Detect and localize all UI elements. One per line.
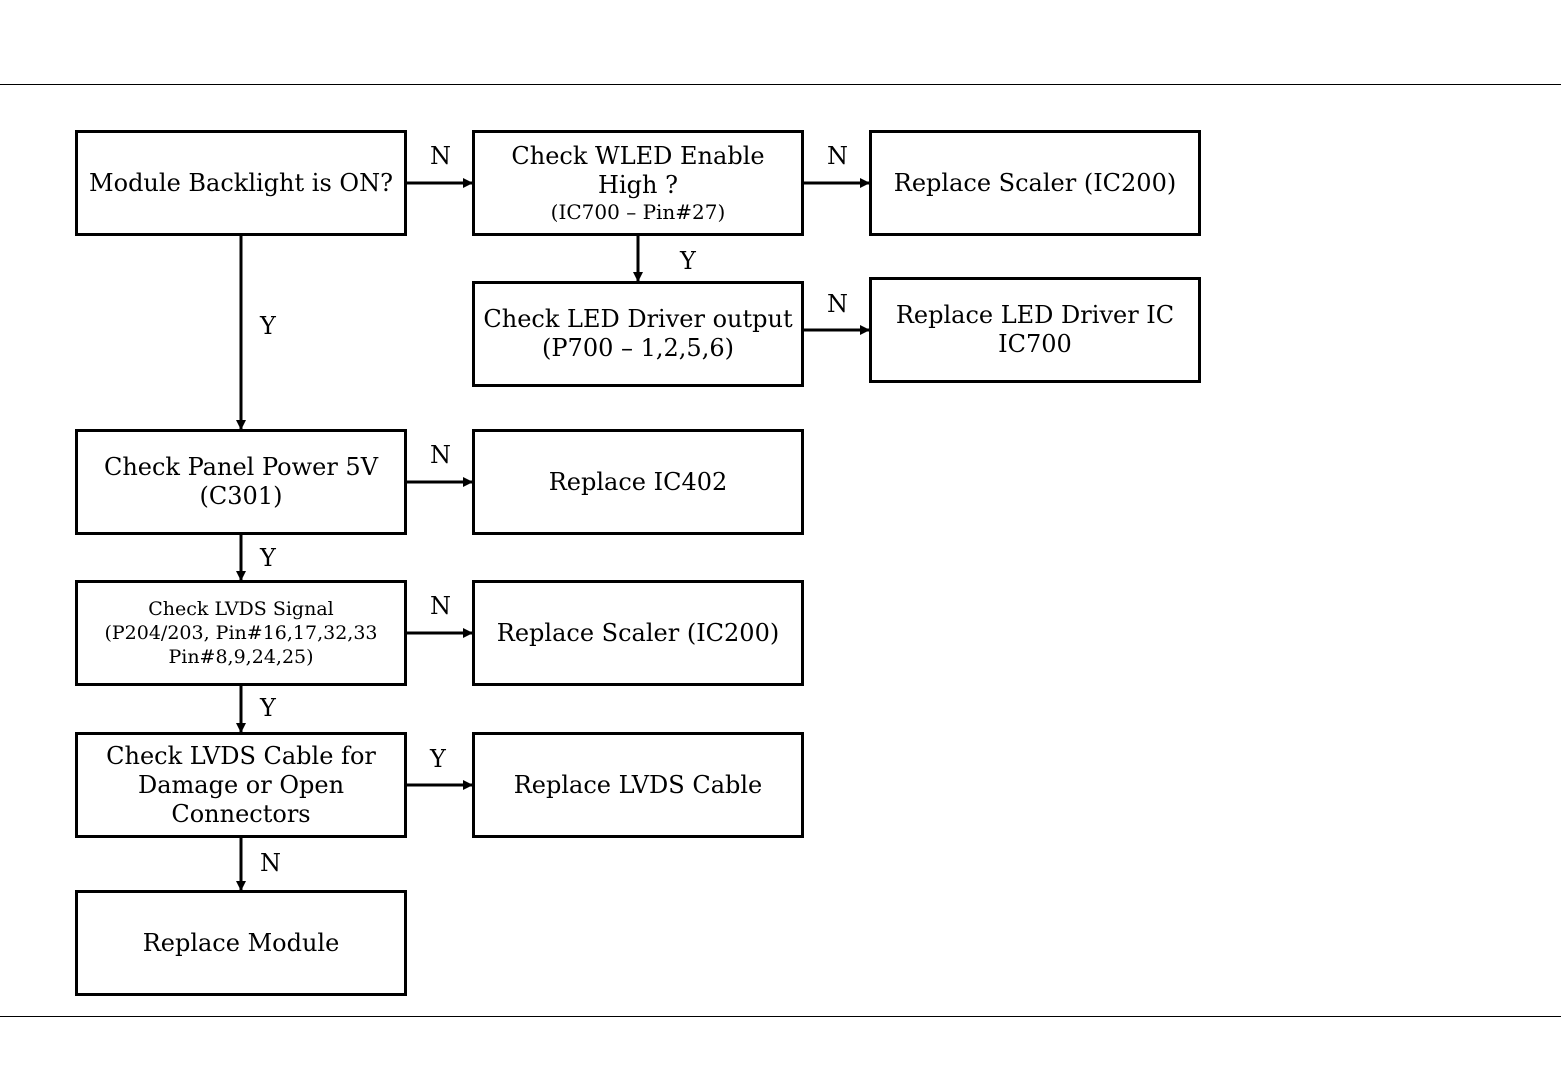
- node-text: Replace LED Driver IC: [895, 301, 1175, 329]
- edge-label: N: [430, 441, 451, 469]
- node-wled: Check WLED Enable High ? (IC700 – Pin#27…: [472, 130, 804, 236]
- edge-label: Y: [430, 745, 446, 773]
- node-text: Check Panel Power 5V: [103, 453, 379, 481]
- node-lvds-signal: Check LVDS Signal (P204/203, Pin#16,17,3…: [75, 580, 407, 686]
- edge-label: Y: [260, 694, 276, 722]
- node-panel-power: Check Panel Power 5V (C301): [75, 429, 407, 535]
- node-text: (P700 – 1,2,5,6): [542, 334, 734, 362]
- node-text: High ?: [598, 171, 678, 199]
- node-led-output: Check LED Driver output (P700 – 1,2,5,6): [472, 281, 804, 387]
- node-text: (P204/203, Pin#16,17,32,33: [104, 622, 378, 644]
- node-text: Pin#8,9,24,25): [168, 646, 314, 668]
- node-text: Replace Scaler (IC200): [496, 618, 780, 647]
- node-text: (C301): [199, 482, 283, 510]
- node-text: Check LVDS Cable for: [106, 741, 376, 770]
- node-lvds-cable: Check LVDS Cable for Damage or Open Conn…: [75, 732, 407, 838]
- node-text: Replace IC402: [548, 467, 728, 496]
- node-text: (IC700 – Pin#27): [550, 200, 726, 224]
- node-text: Replace LVDS Cable: [513, 770, 763, 799]
- node-scaler2: Replace Scaler (IC200): [472, 580, 804, 686]
- node-module: Replace Module: [75, 890, 407, 996]
- top-rule: [0, 84, 1561, 85]
- node-text: Replace Module: [142, 928, 340, 957]
- node-led-ic: Replace LED Driver IC IC700: [869, 277, 1201, 383]
- node-text: Check WLED Enable: [511, 142, 765, 170]
- edge-label: Y: [680, 247, 696, 275]
- edge-label: N: [827, 290, 848, 318]
- edge-label: Y: [260, 544, 276, 572]
- node-text: IC700: [998, 330, 1072, 358]
- node-text: Replace Scaler (IC200): [893, 168, 1177, 197]
- node-scaler1: Replace Scaler (IC200): [869, 130, 1201, 236]
- node-text: Connectors: [171, 799, 311, 828]
- edge-label: Y: [260, 312, 276, 340]
- node-replace-cable: Replace LVDS Cable: [472, 732, 804, 838]
- node-backlight: Module Backlight is ON?: [75, 130, 407, 236]
- edge-label: N: [430, 142, 451, 170]
- node-text: Check LED Driver output: [483, 305, 793, 333]
- node-ic402: Replace IC402: [472, 429, 804, 535]
- edge-label: N: [260, 849, 281, 877]
- edge-label: N: [827, 142, 848, 170]
- bottom-rule: [0, 1016, 1561, 1017]
- edge-label: N: [430, 592, 451, 620]
- node-text: Check LVDS Signal: [148, 598, 334, 620]
- node-text: Module Backlight is ON?: [89, 168, 393, 197]
- node-text: Damage or Open: [137, 770, 345, 799]
